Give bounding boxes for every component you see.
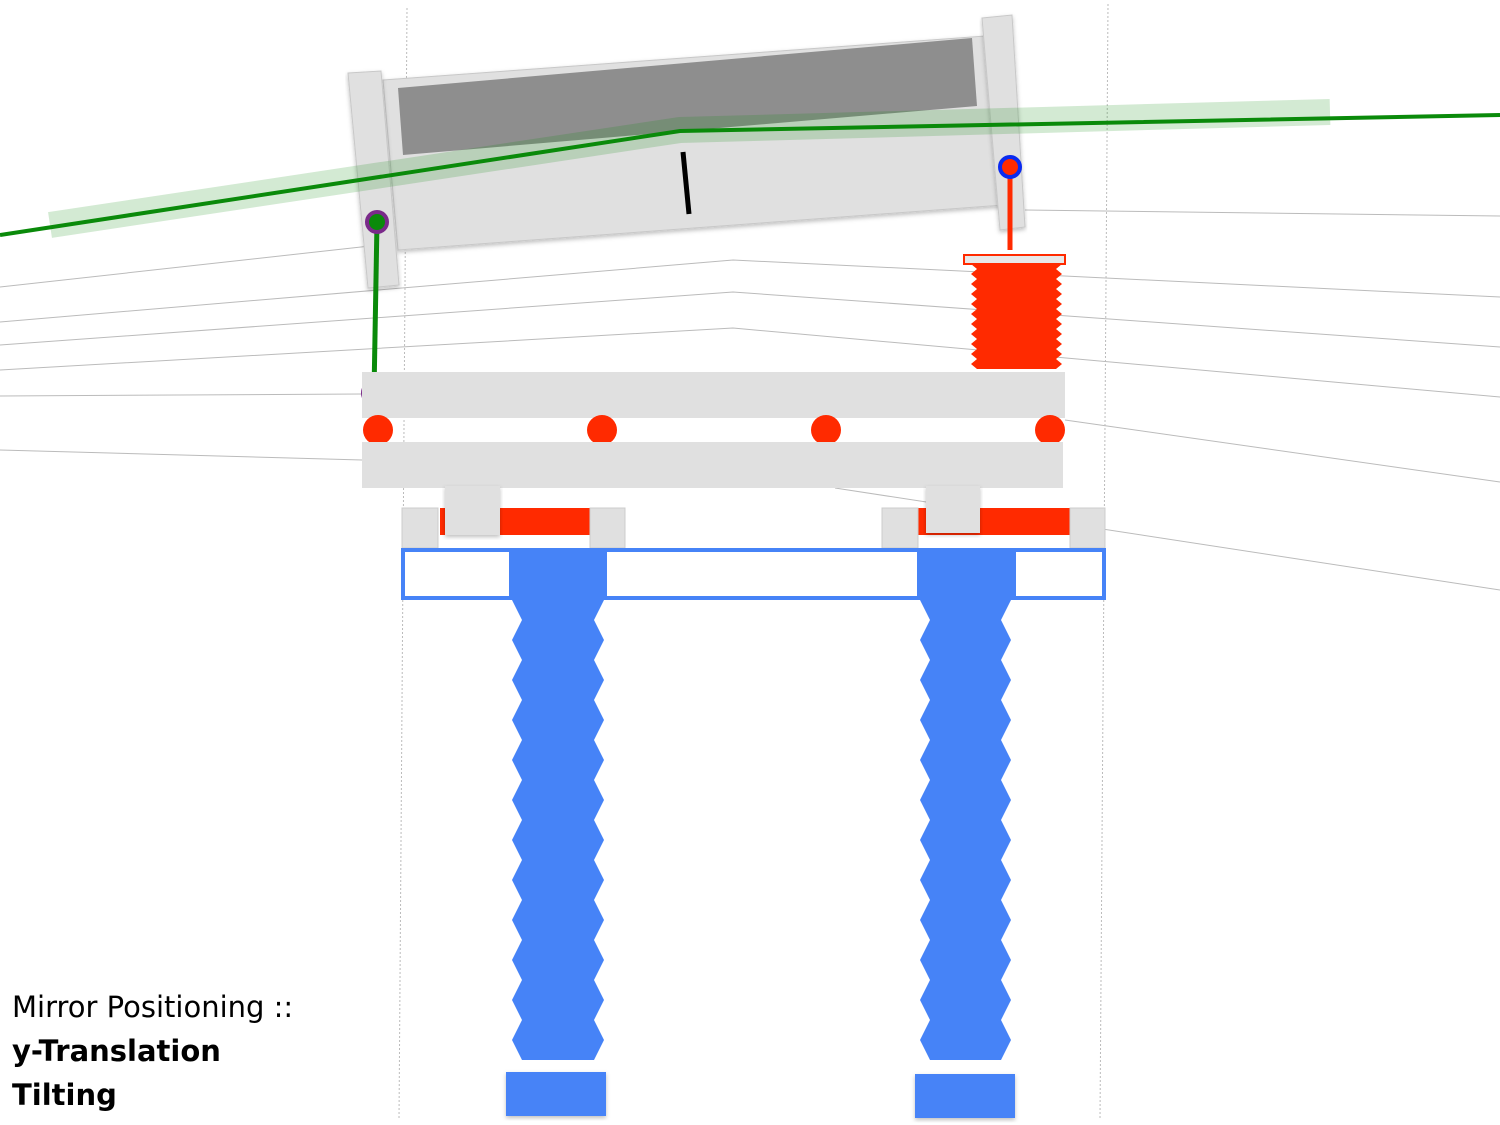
ball-bearings <box>363 415 1065 445</box>
link-rod <box>371 221 380 394</box>
ray-line <box>0 449 363 461</box>
mirror-center-mark <box>680 151 692 215</box>
guide-block <box>881 507 919 549</box>
translation-guides <box>401 486 1106 549</box>
ray-line <box>1024 209 1500 217</box>
tilt-actuator <box>963 155 1066 369</box>
caption-title: Mirror Positioning :: <box>12 990 294 1024</box>
ray-line <box>1064 419 1500 483</box>
base-foot-right <box>915 1074 1015 1118</box>
bearing-ball <box>1035 415 1065 445</box>
tilt-bellows <box>971 264 1062 369</box>
ray-line <box>0 393 363 397</box>
stage-block-right <box>917 549 1016 600</box>
beam-line <box>0 113 1500 237</box>
bearing-ball <box>587 415 617 445</box>
caption: Mirror Positioning :: y-Translation Tilt… <box>12 985 293 1117</box>
lift-bellows-left <box>512 600 604 1060</box>
actuator-plate <box>963 254 1066 265</box>
stage-block-left <box>509 549 607 600</box>
caption-mode-translation: y-Translation <box>12 1034 221 1068</box>
lower-plate <box>362 442 1063 488</box>
mirror-assembly <box>347 14 1026 289</box>
upper-plate <box>362 372 1065 418</box>
bearing-ball <box>363 415 393 445</box>
translation-stage <box>401 548 1106 1118</box>
guide-block <box>589 507 626 549</box>
guide-block <box>401 507 439 549</box>
ray-line <box>0 259 1500 323</box>
mirror-surface <box>398 38 977 155</box>
foot-left <box>445 486 500 535</box>
lift-bellows-right <box>920 600 1011 1060</box>
guide-block <box>1069 507 1106 549</box>
foot-right <box>926 486 980 533</box>
base-foot-left <box>506 1072 606 1116</box>
ray-line <box>0 327 1500 398</box>
caption-mode-tilting: Tilting <box>12 1078 117 1112</box>
bearing-ball <box>811 415 841 445</box>
ray-line <box>0 291 1500 348</box>
light-beam <box>0 99 1500 238</box>
actuator-joint <box>998 155 1022 179</box>
pivot-joint-top <box>365 210 389 234</box>
ray-line <box>0 245 371 288</box>
